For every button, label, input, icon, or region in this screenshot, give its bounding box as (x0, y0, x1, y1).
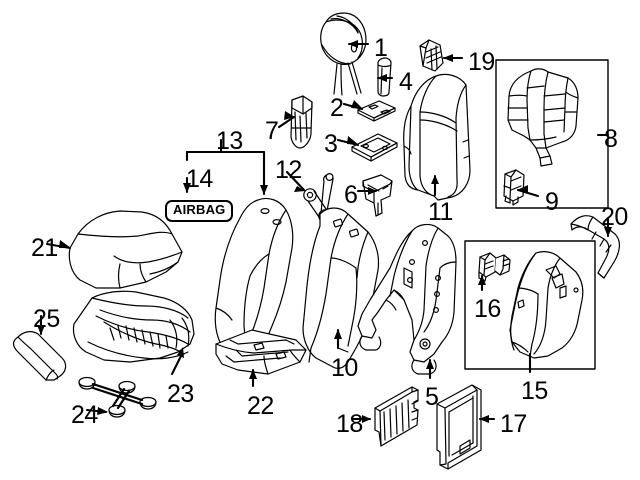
part-cushion-retainer-wire-clips (78, 376, 157, 418)
leader-lines (37, 40, 612, 423)
part-headrest-assembly (320, 12, 367, 96)
part-headrest-guide-lock (290, 95, 313, 149)
part-latch-bracket (362, 174, 393, 217)
part-seat-side-trim-cover (12, 331, 67, 381)
part-seat-cushion-insulator-pad (215, 329, 307, 375)
part-seat-cushion-cover (68, 210, 183, 289)
part-access-cover-plate (436, 384, 482, 470)
part-seat-back-cover-assembly (403, 73, 471, 201)
part-seat-back-lower-trim-panel (509, 251, 584, 359)
part-seat-back-panel-trim (507, 68, 579, 167)
part-seat-back-bracket-plate (374, 386, 419, 447)
part-headrest-guide-bushing (419, 39, 444, 72)
part-guide-bezel-panel (351, 133, 398, 162)
part-seat-back-frame (357, 223, 457, 375)
part-seat-back-cushion-pad (302, 207, 380, 369)
part-trim-cover-panel (357, 100, 396, 122)
part-seat-cushion-foam-pad (72, 290, 195, 363)
part-panel-clip-retainer (503, 169, 525, 206)
